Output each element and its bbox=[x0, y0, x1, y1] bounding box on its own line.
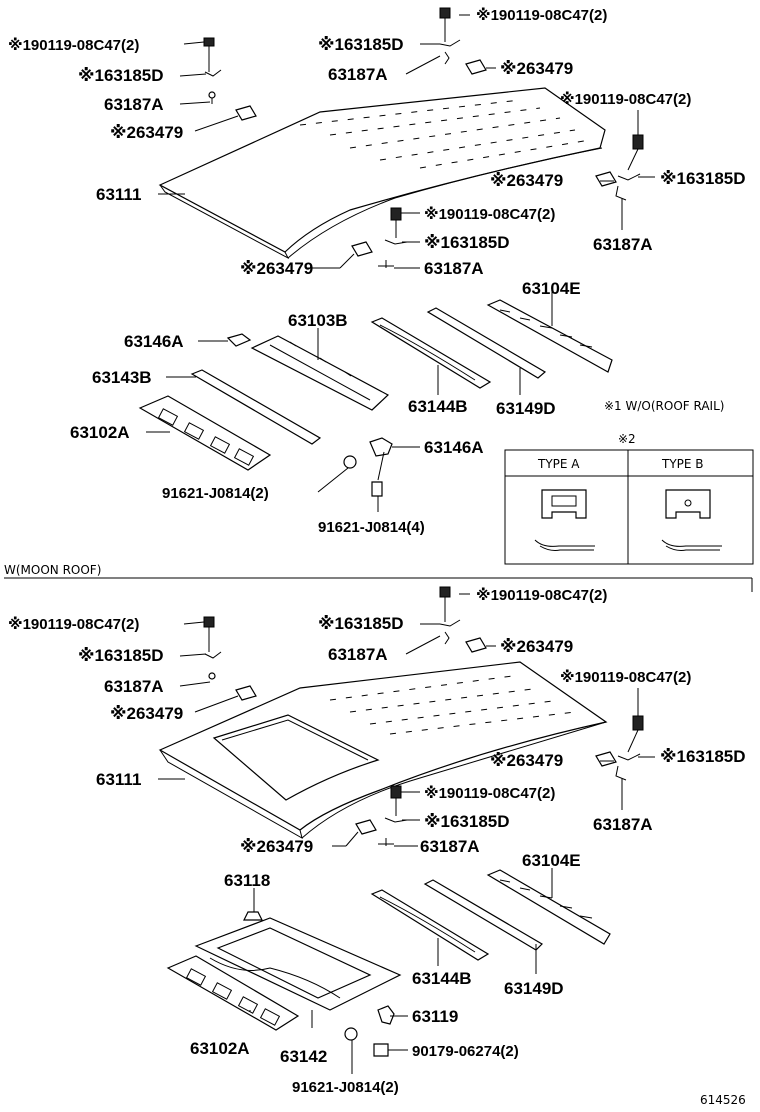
label-b-c-tr: 63187A bbox=[593, 815, 653, 834]
rail-63143B-top bbox=[190, 369, 322, 445]
label-t-n-tc: ※263479 bbox=[500, 59, 573, 78]
label-t-144b: 63144B bbox=[408, 397, 468, 416]
fastener-group-top-center bbox=[439, 7, 487, 75]
fastener-group-moon-mid bbox=[355, 785, 408, 846]
label-b-144b: 63144B bbox=[412, 969, 472, 988]
housing-63142-moon bbox=[194, 917, 402, 1011]
label-b-n-tl: ※263479 bbox=[110, 704, 183, 723]
label-t-f-tl: ※190119-08C47(2) bbox=[8, 36, 139, 54]
parts-63118-63119-moon bbox=[243, 911, 395, 1057]
label-t-149d: 63149D bbox=[496, 399, 556, 418]
rail-63149D-moon bbox=[423, 879, 543, 951]
rail-63104E-moon bbox=[486, 869, 611, 945]
moon-roof-heading: W(MOON ROOF) bbox=[4, 563, 101, 577]
rail-63144B-top bbox=[370, 317, 492, 389]
label-t-r-tr: ※163185D bbox=[660, 169, 746, 188]
label-b-f-mid: ※190119-08C47(2) bbox=[424, 784, 555, 802]
label-t-clip4: 91621-J0814(4) bbox=[318, 519, 425, 536]
label-b-r-tc: ※163185D bbox=[318, 614, 404, 633]
type-table: TYPE A TYPE B bbox=[504, 449, 754, 565]
clip-type-b-icon bbox=[661, 489, 722, 551]
clip-type-a-icon bbox=[534, 489, 595, 551]
label-b-c-tl: 63187A bbox=[104, 677, 164, 696]
label-b-n-tc: ※263479 bbox=[500, 637, 573, 656]
fastener-group-moon-left bbox=[203, 616, 257, 701]
rail-63144B-moon bbox=[370, 889, 490, 961]
panel-63102A-top bbox=[138, 395, 272, 471]
label-t-146a-r: 63146A bbox=[424, 438, 484, 457]
label-t-roof: 63111 bbox=[96, 185, 141, 204]
label-t-143b: 63143B bbox=[92, 368, 152, 387]
label-t-c-tl: 63187A bbox=[104, 95, 164, 114]
label-t-c-mid: 63187A bbox=[424, 259, 484, 278]
reinforcement-63103B-top bbox=[250, 335, 390, 411]
footnote-1: ※1 W/O(ROOF RAIL) bbox=[604, 399, 724, 413]
label-t-c-tr: 63187A bbox=[593, 235, 653, 254]
labels-moon: ※190119-08C47(2) ※163185D 63187A ※263479… bbox=[8, 586, 746, 1096]
label-b-118: 63118 bbox=[224, 871, 270, 890]
label-t-f-tr: ※190119-08C47(2) bbox=[560, 90, 691, 108]
label-b-149d: 63149D bbox=[504, 979, 564, 998]
footnotes: ※1 W/O(ROOF RAIL) ※2 bbox=[604, 399, 724, 446]
label-t-r-tl: ※163185D bbox=[78, 66, 164, 85]
fastener-group-top-mid bbox=[351, 207, 408, 268]
label-t-f-tc: ※190119-08C47(2) bbox=[476, 6, 607, 24]
label-b-r-mid: ※163185D bbox=[424, 812, 510, 831]
label-b-f-tl: ※190119-08C47(2) bbox=[8, 615, 139, 633]
bracket-63146A-left-top bbox=[226, 333, 252, 347]
labels-top: ※190119-08C47(2) ※163185D 63187A ※263479… bbox=[8, 6, 746, 536]
label-b-clip2: 91621-J0814(2) bbox=[292, 1079, 399, 1096]
clip-area-top bbox=[343, 437, 393, 497]
footnote-2-mark: ※2 bbox=[618, 432, 636, 446]
label-t-r-tc: ※163185D bbox=[318, 35, 404, 54]
label-b-r-tr: ※163185D bbox=[660, 747, 746, 766]
label-t-f-mid: ※190119-08C47(2) bbox=[424, 205, 555, 223]
label-b-102a: 63102A bbox=[190, 1039, 250, 1058]
label-t-n-tr: ※263479 bbox=[490, 171, 563, 190]
fastener-group-moon-right bbox=[595, 715, 644, 781]
label-b-roof: 63111 bbox=[96, 770, 141, 789]
label-t-103b: 63103B bbox=[288, 311, 348, 330]
label-b-142: 63142 bbox=[280, 1047, 327, 1066]
label-b-f-tr: ※190119-08C47(2) bbox=[560, 668, 691, 686]
label-t-104e: 63104E bbox=[522, 279, 581, 298]
label-t-n-tl: ※263479 bbox=[110, 123, 183, 142]
label-b-n-mid: ※263479 bbox=[240, 837, 313, 856]
type-a-header: TYPE A bbox=[537, 457, 580, 471]
label-b-c-tc: 63187A bbox=[328, 645, 388, 664]
label-t-n-mid: ※263479 bbox=[240, 259, 313, 278]
roof-panel-top bbox=[158, 87, 606, 260]
type-b-header: TYPE B bbox=[661, 457, 704, 471]
label-b-104e: 63104E bbox=[522, 851, 581, 870]
label-t-clip2: 91621-J0814(2) bbox=[162, 485, 269, 502]
panel-63102A-moon bbox=[166, 955, 300, 1031]
label-b-119: 63119 bbox=[412, 1007, 458, 1026]
label-b-r-tl: ※163185D bbox=[78, 646, 164, 665]
fastener-group-top-right bbox=[595, 134, 644, 201]
label-t-c-tc: 63187A bbox=[328, 65, 388, 84]
leader-lines-top bbox=[146, 14, 655, 512]
label-b-n-tr: ※263479 bbox=[490, 751, 563, 770]
rail-63149D-top bbox=[426, 307, 547, 379]
label-b-f-tc: ※190119-08C47(2) bbox=[476, 586, 607, 604]
roof-panel-moon bbox=[158, 661, 608, 840]
fastener-group-top-left bbox=[203, 37, 257, 121]
fastener-group-moon-center bbox=[439, 586, 487, 653]
label-t-146a-l: 63146A bbox=[124, 332, 184, 351]
label-b-90179: 90179-06274(2) bbox=[412, 1043, 519, 1060]
rail-63104E-top bbox=[486, 299, 613, 373]
label-b-c-mid: 63187A bbox=[420, 837, 480, 856]
label-t-r-mid: ※163185D bbox=[424, 233, 510, 252]
label-t-102a: 63102A bbox=[70, 423, 130, 442]
moon-roof-divider: W(MOON ROOF) bbox=[4, 563, 753, 592]
figure-number: 614526 bbox=[700, 1093, 746, 1107]
leader-lines-moon bbox=[158, 593, 655, 1074]
